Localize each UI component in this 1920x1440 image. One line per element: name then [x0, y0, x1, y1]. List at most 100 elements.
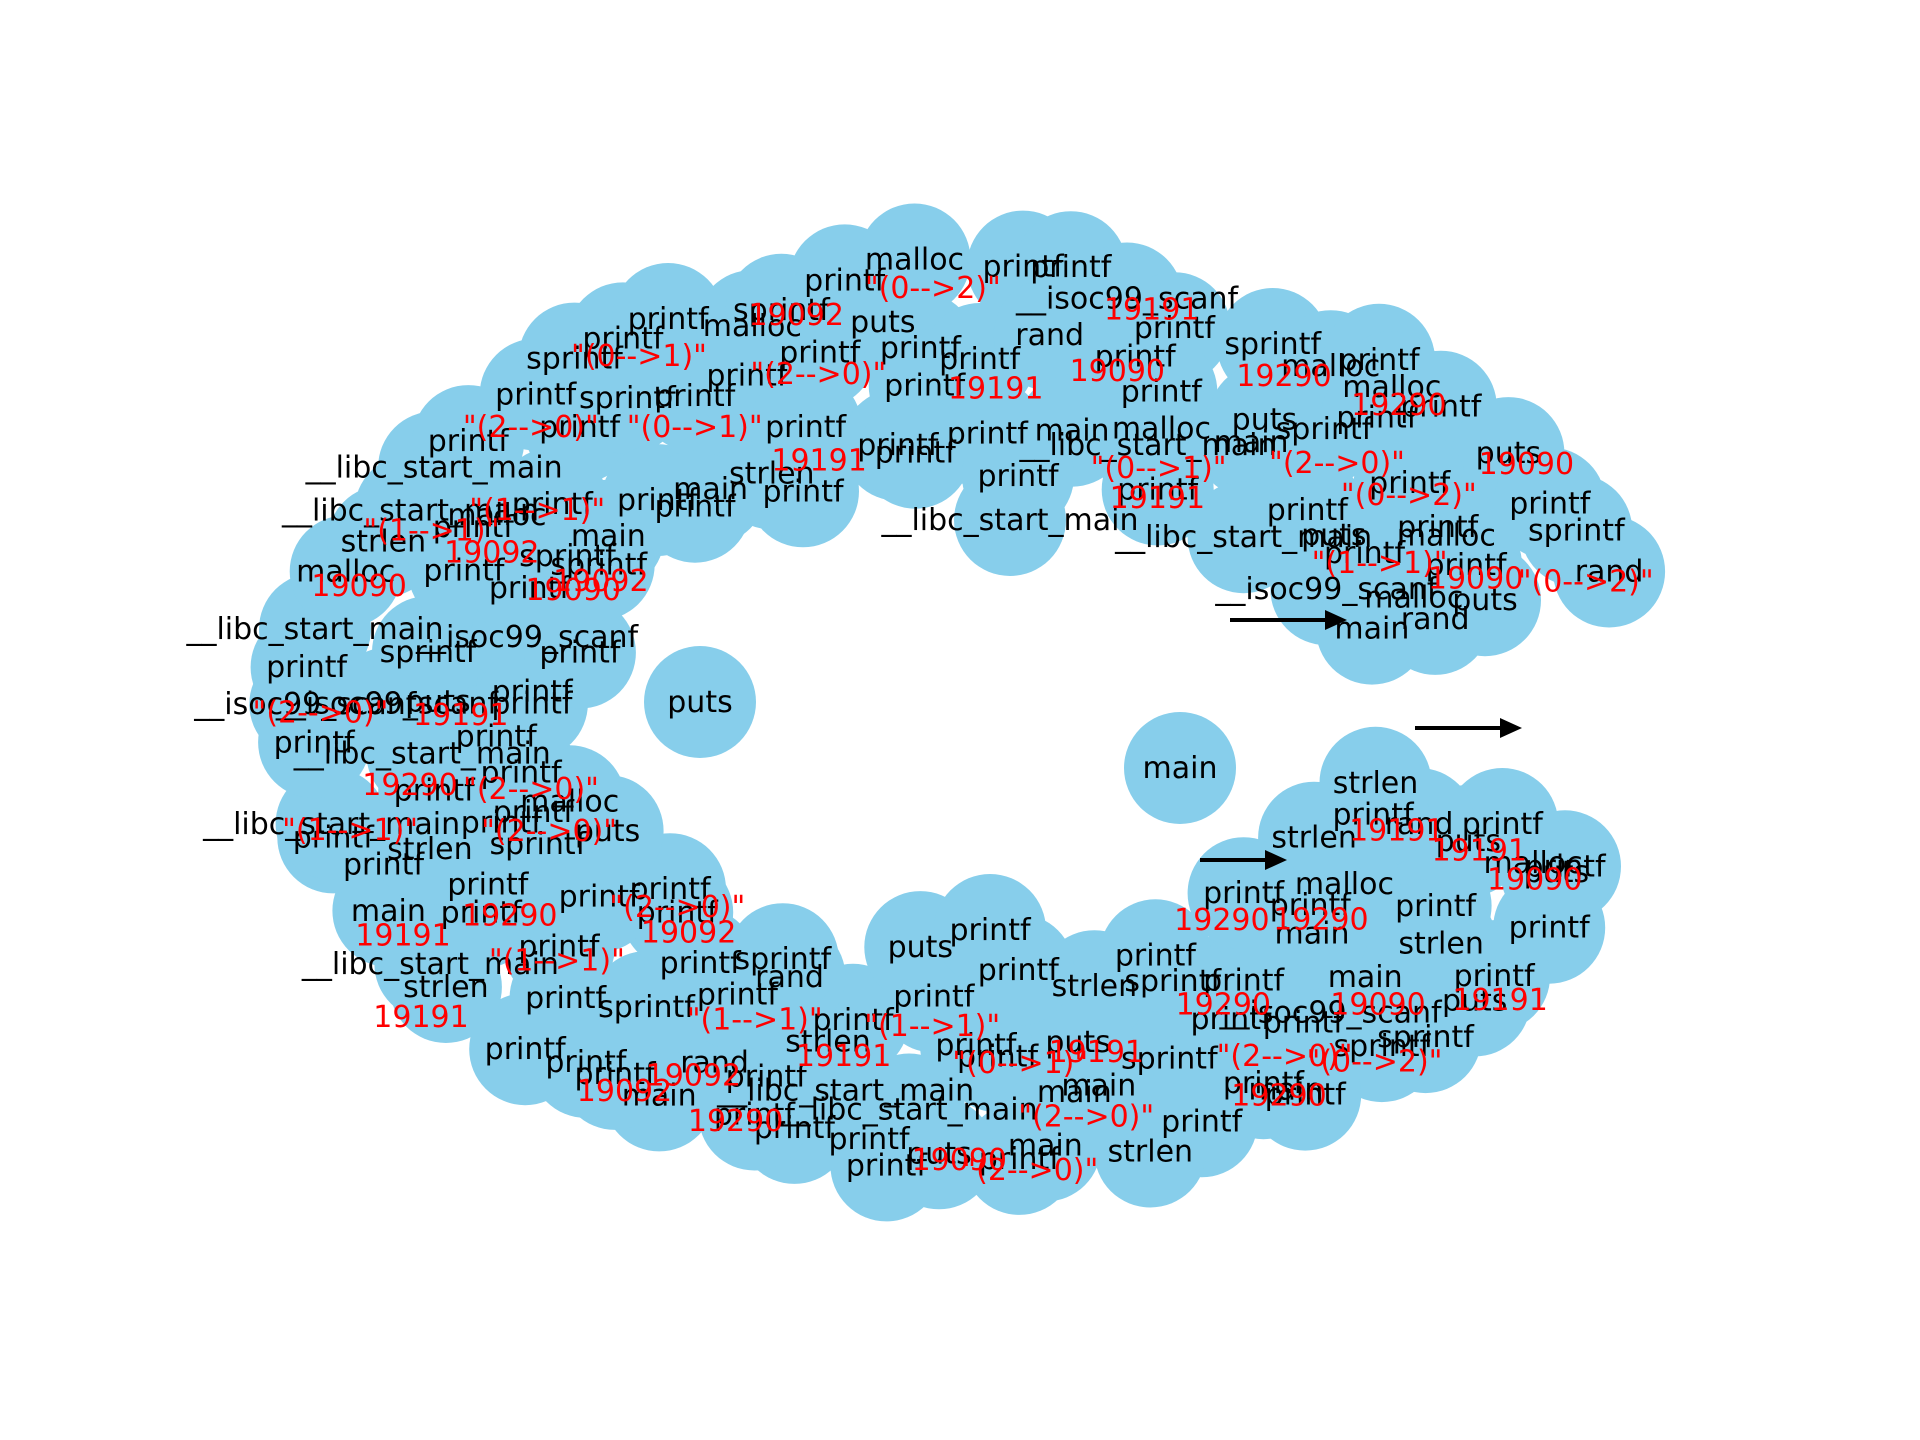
- graph-node: [542, 508, 655, 621]
- node-label: sprintf: [550, 548, 648, 583]
- graph-node: [639, 450, 751, 563]
- node-label: rand: [1575, 555, 1644, 590]
- node-label: __libc_start_main: [1018, 428, 1276, 463]
- arrow-head: [1325, 610, 1347, 630]
- node-label: printf: [804, 263, 886, 298]
- node-label: printf: [491, 687, 573, 722]
- edge-label: "(2-->0)": [463, 772, 599, 807]
- node-label: sprintf: [734, 942, 832, 977]
- node-label: printf: [1324, 536, 1406, 571]
- node-label: printf: [977, 459, 1059, 494]
- node-label: __libc_start_main: [780, 1093, 1038, 1128]
- graph-node: [747, 435, 859, 548]
- edge-label: "(0-->1)": [952, 1046, 1088, 1081]
- node-label: puts: [888, 930, 953, 965]
- node-label: printf: [1190, 1002, 1272, 1037]
- edge-label: 19290: [1236, 359, 1331, 394]
- edge-label: 19092: [553, 564, 648, 599]
- node-label: printf: [1267, 493, 1349, 528]
- edge-label: 19090: [1479, 447, 1574, 482]
- node-label: sprintf: [579, 381, 677, 416]
- node-label: rand: [680, 1046, 749, 1081]
- graph-node: [1315, 572, 1428, 685]
- node-label: printf: [754, 1111, 836, 1146]
- node-label: printf: [1115, 938, 1197, 973]
- node-label: __isoc99_scanf: [415, 620, 640, 655]
- nodes-layer: [249, 203, 1666, 1222]
- edge-label: "(2-->0)": [253, 695, 389, 730]
- node-label: printf: [939, 342, 1021, 377]
- edge-label: 19290: [1351, 388, 1446, 423]
- node-label: malloc: [1112, 412, 1211, 447]
- node-label: printf: [654, 379, 736, 414]
- node-label: printf: [875, 436, 957, 471]
- graph-node: [934, 874, 1046, 986]
- edge-label: 19290: [688, 1104, 783, 1139]
- node-label: printf: [979, 1142, 1061, 1177]
- node-label: main: [1214, 425, 1289, 460]
- node-label: strlen: [1108, 1135, 1194, 1170]
- node-label: printf: [1121, 375, 1203, 410]
- edge-label: "(0-->2)": [1341, 478, 1477, 513]
- node-label: printf: [762, 474, 844, 509]
- node-label: strlen: [1271, 821, 1357, 856]
- edge-label: 19090: [311, 569, 406, 604]
- node-label: __libc_start_main: [185, 612, 443, 647]
- node-label: printf: [637, 895, 719, 930]
- node-label: sprintf: [1528, 513, 1626, 548]
- node-label: printf: [1203, 964, 1285, 999]
- node-label: malloc: [865, 243, 964, 278]
- node-label: puts: [1452, 583, 1517, 618]
- node-label: sprintf: [519, 539, 617, 574]
- node-label: printf: [857, 428, 939, 463]
- node-label: malloc: [1295, 867, 1394, 902]
- node-label: strlen: [785, 1025, 871, 1060]
- edge-label: 19090: [525, 573, 620, 608]
- node-label: printf: [512, 487, 594, 522]
- node-label: malloc: [520, 784, 619, 819]
- node-label: strlen: [387, 832, 473, 867]
- edge-labels-layer: 1919119290190901909219191"(2-->0)""(1-->…: [253, 271, 1654, 1188]
- edge-label: "(2-->0)": [1018, 1099, 1154, 1134]
- graph-node: [1187, 481, 1300, 594]
- graph-node: [726, 903, 839, 1016]
- graph-node: [859, 396, 972, 509]
- graph-node: [1553, 515, 1666, 628]
- edge-label: 19092: [444, 535, 539, 570]
- node-label: main: [1248, 1072, 1323, 1107]
- edge-label: "(0-->2)": [865, 271, 1001, 306]
- edge-label: "(1-->1)": [1312, 546, 1448, 581]
- node-label: printf: [1030, 250, 1112, 285]
- edge-label: 19191: [1452, 983, 1547, 1018]
- node-label: main: [1328, 960, 1403, 995]
- node-label: strlen: [341, 524, 427, 559]
- edge-label: 19191: [413, 698, 508, 733]
- node-label: printf: [957, 1039, 1039, 1074]
- node-label: malloc: [1397, 519, 1496, 554]
- edge-label: 19191: [355, 919, 450, 954]
- node-label: printf: [779, 335, 861, 370]
- node-label: __libc_start_main: [301, 947, 559, 982]
- edge-label: 19191: [1432, 834, 1527, 869]
- node-label: printf: [495, 378, 577, 413]
- node-label: printf: [493, 795, 575, 830]
- node-label: __libc_start_main: [1114, 520, 1372, 555]
- edge-label: "(0-->2)": [1307, 1044, 1443, 1079]
- node-label: printf: [1336, 400, 1418, 435]
- node-label: printf: [447, 868, 529, 903]
- node-label: printf: [978, 953, 1060, 988]
- node-label: puts: [1436, 824, 1501, 859]
- node-label: printf: [1509, 911, 1591, 946]
- node-label: puts: [667, 685, 732, 720]
- edge-label: 19191: [1349, 813, 1444, 848]
- node-label: printf: [765, 410, 847, 445]
- node-label: puts: [850, 305, 915, 340]
- graph-node: [1101, 433, 1214, 546]
- node-label: printf: [1095, 339, 1177, 374]
- edge-label: "(1-->1)": [489, 944, 625, 979]
- node-label: sprintf: [1121, 1042, 1219, 1077]
- edge-label: 19290: [362, 768, 457, 803]
- node-label: printf: [726, 1059, 808, 1094]
- node-label: printf: [660, 946, 742, 981]
- graph-node: [644, 646, 756, 758]
